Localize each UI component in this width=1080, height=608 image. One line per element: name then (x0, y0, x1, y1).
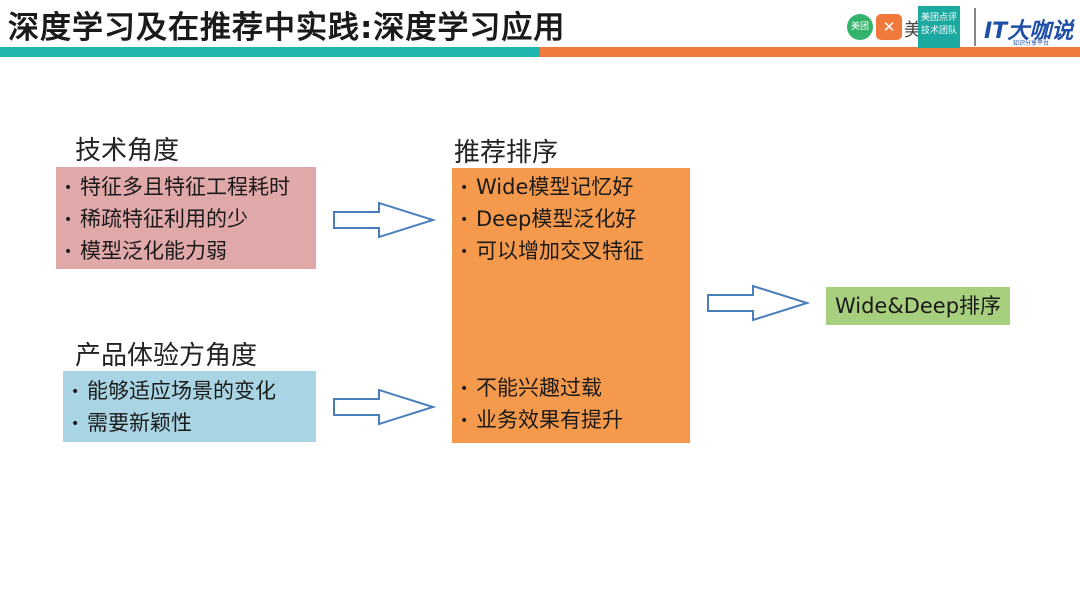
list-item: •稀疏特征利用的少 (64, 207, 248, 231)
logo-separator (974, 8, 976, 46)
page-title: 深度学习及在推荐中实践:深度学习应用 (8, 10, 566, 46)
ranking-heading: 推荐排序 (454, 138, 559, 168)
list-item: •特征多且特征工程耗时 (64, 175, 290, 199)
badge-line-2: 技术团队 (920, 26, 957, 36)
list-item: •可以增加交叉特征 (460, 239, 644, 263)
list-item: •能够适应场景的变化 (71, 379, 276, 403)
product-heading: 产品体验方角度 (75, 341, 258, 371)
tech-box: •特征多且特征工程耗时 •稀疏特征利用的少 •模型泛化能力弱 (56, 167, 316, 269)
arrow-ranking-to-result (707, 284, 811, 322)
list-item: •Wide模型记忆好 (460, 175, 634, 199)
it-brand-logo: IT大咖说 (984, 19, 1074, 44)
badge-line-1: 美团点评 (920, 13, 957, 23)
arrow-tech-to-ranking (333, 201, 437, 239)
list-item: •需要新颖性 (71, 411, 192, 435)
product-box: •能够适应场景的变化 •需要新颖性 (63, 371, 316, 442)
mei-logo-text: 美 (904, 20, 922, 41)
it-brand-subtitle: 知识分享平台 (1013, 40, 1050, 47)
ranking-box: •Wide模型记忆好 •Deep模型泛化好 •可以增加交叉特征 •不能兴趣过载 … (452, 168, 690, 443)
logo-group: 美团 ✕ 美 美团点评 技术团队 IT大咖说 知识分享平台 (847, 6, 1074, 48)
header-band-orange (540, 47, 1080, 57)
arrow-product-to-ranking (333, 388, 437, 426)
tech-heading: 技术角度 (75, 136, 180, 166)
header-band-teal (0, 47, 540, 57)
list-item: •模型泛化能力弱 (64, 239, 227, 263)
list-item: •不能兴趣过载 (460, 376, 602, 400)
result-box: Wide&Deep排序 (826, 287, 1010, 325)
list-item: •业务效果有提升 (460, 408, 623, 432)
tech-team-badge: 美团点评 技术团队 (918, 6, 960, 48)
list-item: •Deep模型泛化好 (460, 207, 637, 231)
meituan-logo: 美团 (847, 14, 873, 40)
dianping-logo: ✕ (876, 14, 902, 40)
